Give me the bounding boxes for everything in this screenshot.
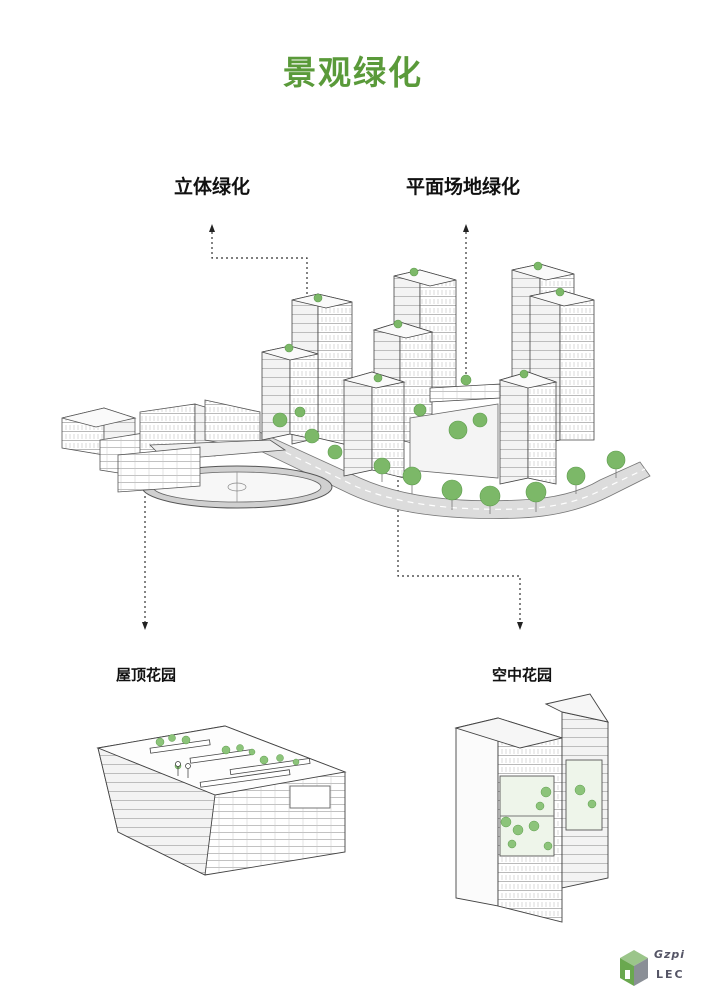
tree-icon [294, 406, 306, 418]
tree-trunks [381, 469, 617, 514]
logo-cube-icon [620, 950, 648, 986]
tree-icon [479, 485, 501, 507]
tree-icon [448, 420, 468, 440]
tree-icon [519, 369, 529, 379]
tree-icon [525, 481, 547, 503]
school-low-rise-buildings [61, 399, 287, 493]
arrow-up-icon [209, 224, 215, 232]
sky-garden-building [454, 693, 609, 923]
tree-icon [402, 466, 422, 486]
tree-icon [533, 261, 543, 271]
tree-icon [373, 373, 383, 383]
tree-icon [441, 479, 463, 501]
tree-icon [284, 343, 294, 353]
logo-text-gzpi: Gzpi [654, 948, 686, 961]
label-roof-garden: 屋顶花园 [116, 666, 177, 684]
sky-plants [500, 784, 597, 851]
arrow-up-icon [463, 224, 469, 232]
tree-icon [409, 267, 419, 277]
tree-icon [413, 403, 427, 417]
tree-icon [460, 374, 472, 386]
tree-icon [606, 450, 626, 470]
tree-icon [313, 293, 323, 303]
tree-icon [327, 444, 343, 460]
trees [272, 261, 626, 507]
page-title: 景观绿化 [283, 53, 423, 92]
label-ground-greening: 平面场地绿化 [406, 176, 521, 198]
leader-lines [144, 232, 521, 622]
logo-text-lec: LEC [656, 968, 685, 981]
tree-icon [373, 457, 391, 475]
arrow-down-icon [517, 622, 523, 630]
label-sky-garden: 空中花园 [492, 666, 553, 684]
tree-icon [304, 428, 320, 444]
tree-icon [472, 412, 488, 428]
roof-garden-building [96, 725, 347, 876]
tower-buildings [261, 263, 595, 485]
leader-sky-garden [397, 440, 521, 622]
leader-vertical-greening [211, 232, 308, 300]
label-vertical-greening: 立体绿化 [174, 176, 251, 198]
tree-icon [555, 287, 565, 297]
tree-icon [393, 319, 403, 329]
roof-planters [149, 739, 311, 788]
arrow-down-icon [142, 622, 148, 630]
leader-arrows [142, 224, 523, 630]
tree-icon [272, 412, 288, 428]
tree-icon [566, 466, 586, 486]
roof-people [175, 761, 191, 778]
gzpi-lec-logo: Gzpi LEC [616, 946, 692, 990]
